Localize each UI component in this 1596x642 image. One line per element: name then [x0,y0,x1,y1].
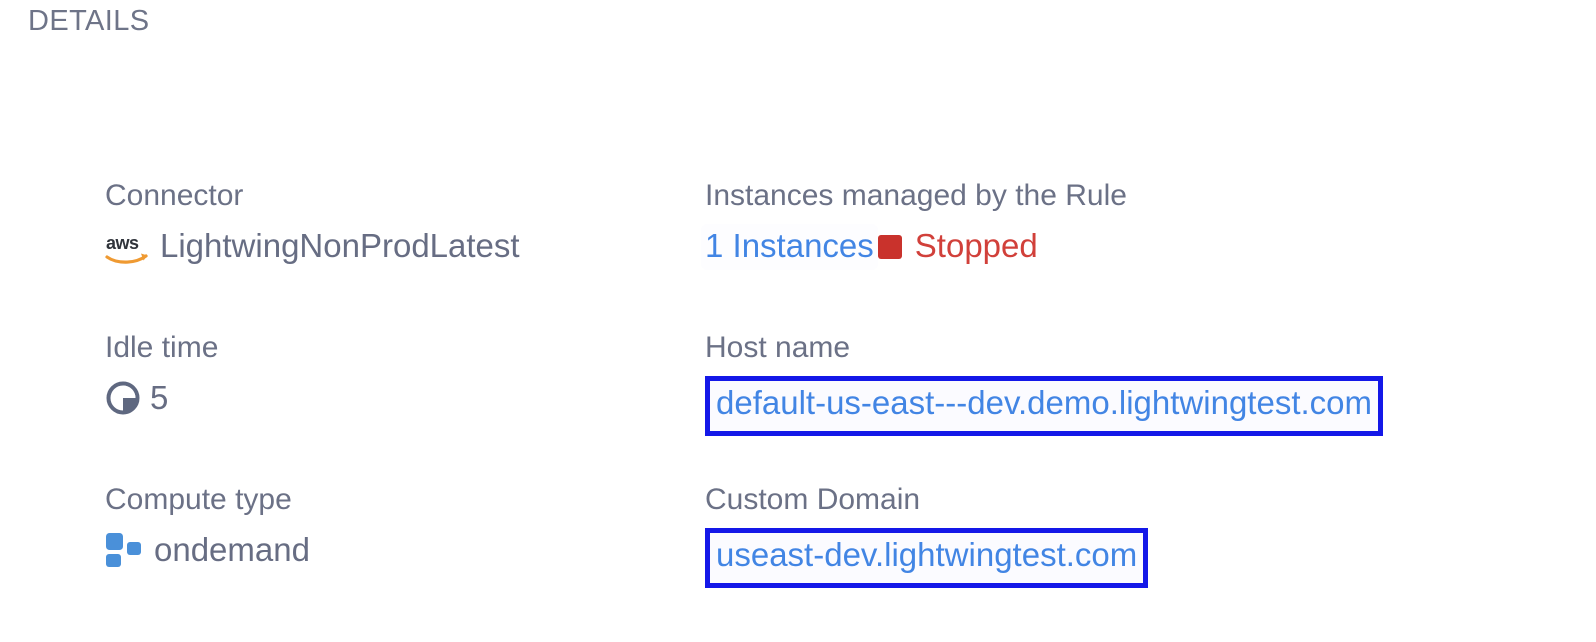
details-grid: Connector aws LightwingNonProdLatest Ins… [0,178,1596,634]
compute-blocks-icon [105,531,145,569]
field-idle-time: Idle time 5 [105,330,218,418]
host-name-highlight: default-us-east---dev.demo.lightwingtest… [705,376,1384,436]
details-row: Compute type ondemand Custom Domain [0,482,1596,634]
idle-time-value-row: 5 [105,378,218,418]
compute-type-value-row: ondemand [105,530,310,570]
instances-label: Instances managed by the Rule [705,179,1127,212]
host-name-value-row: default-us-east---dev.demo.lightwingtest… [705,366,1384,436]
details-row: Connector aws LightwingNonProdLatest Ins… [0,178,1596,330]
custom-domain-label: Custom Domain [705,483,921,516]
pie-clock-icon [105,380,141,416]
compute-type-value: ondemand [154,531,310,568]
compute-type-label: Compute type [105,483,292,516]
instances-count-link[interactable]: 1 Instances [701,224,878,270]
instances-value-row: 1 Instances Stopped [701,224,1127,270]
connector-label: Connector [105,179,244,212]
status-badge: Stopped [914,227,1038,264]
stop-square-icon [877,235,902,259]
field-connector: Connector aws LightwingNonProdLatest [105,178,520,266]
idle-time-label: Idle time [105,331,219,364]
field-compute-type: Compute type ondemand [105,482,310,570]
connector-value: LightwingNonProdLatest [160,227,520,264]
page-title: DETAILS [28,5,150,37]
field-instances: Instances managed by the Rule 1 Instance… [701,178,1127,270]
connector-value-row: aws LightwingNonProdLatest [105,226,520,266]
details-row: Idle time 5 Host name de [0,330,1596,482]
host-name-link[interactable]: default-us-east---dev.demo.lightwingtest… [716,384,1373,421]
aws-logo-icon: aws [105,228,151,268]
field-host-name: Host name default-us-east---dev.demo.lig… [705,330,1384,436]
custom-domain-value-row: useast-dev.lightwingtest.com [705,518,1149,588]
svg-text:aws: aws [106,233,139,253]
idle-time-value: 5 [150,379,169,416]
field-custom-domain: Custom Domain useast-dev.lightwingtest.c… [705,482,1149,588]
custom-domain-link[interactable]: useast-dev.lightwingtest.com [716,536,1138,573]
host-name-label: Host name [705,331,851,364]
custom-domain-highlight: useast-dev.lightwingtest.com [705,528,1149,588]
